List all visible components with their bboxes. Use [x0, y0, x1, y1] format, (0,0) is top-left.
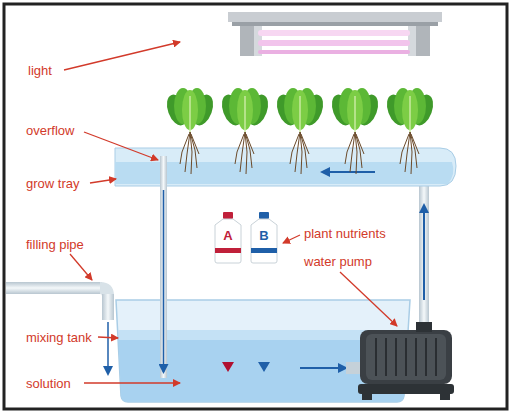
bottle-letter: A — [214, 228, 242, 243]
part-label: solution — [26, 376, 71, 391]
part-label: grow tray — [26, 176, 79, 191]
bottle-letter: B — [250, 228, 278, 243]
part-label: plant nutrients — [304, 226, 386, 241]
part-label: overflow — [26, 123, 74, 138]
part-label: mixing tank — [26, 330, 92, 345]
nutrient-bottle: B — [250, 212, 278, 264]
part-label: light — [28, 63, 52, 78]
part-label: filling pipe — [26, 237, 84, 252]
nutrient-bottle: A — [214, 212, 242, 264]
part-label: water pump — [304, 254, 372, 269]
